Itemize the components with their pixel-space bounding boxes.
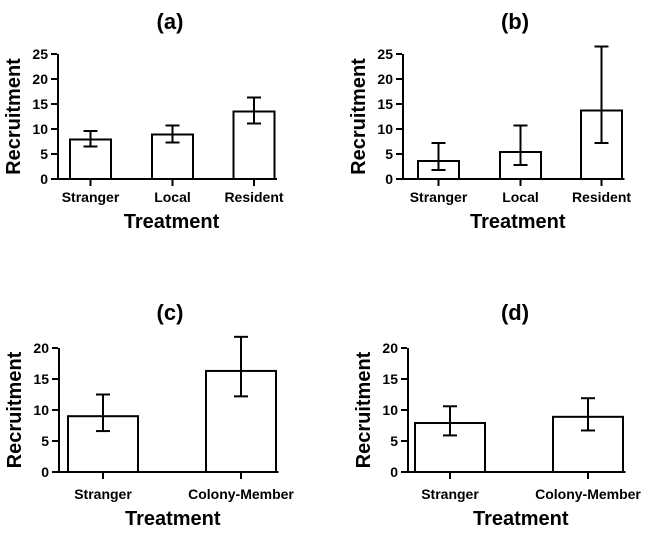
y-axis-title: Recruitment [4, 351, 26, 468]
x-tick-label: Stranger [421, 486, 479, 502]
x-tick-label: Local [502, 189, 539, 205]
x-tick-label: Colony-Member [188, 486, 294, 502]
y-tick-label: 20 [382, 340, 398, 356]
x-axis-title: Treatment [470, 211, 566, 233]
y-tick-label: 5 [385, 146, 393, 162]
x-axis-title: Treatment [125, 508, 221, 530]
x-tick-label: Local [154, 189, 191, 205]
x-axis-title: Treatment [473, 508, 569, 530]
bar-colony-member [552, 415, 624, 474]
y-tick-label: 0 [390, 464, 398, 480]
y-tick-label: 0 [40, 171, 48, 187]
panel-title: (b) [501, 9, 529, 34]
y-tick-label: 5 [390, 433, 398, 449]
y-tick-label: 15 [33, 371, 49, 387]
x-tick-label: Resident [224, 189, 283, 205]
y-tick-label: 0 [41, 464, 49, 480]
y-axis-title: Recruitment [3, 58, 25, 175]
panel-title: (c) [157, 300, 184, 325]
x-tick-label: Colony-Member [535, 486, 641, 502]
x-tick-label: Stranger [74, 486, 132, 502]
y-tick-label: 10 [382, 402, 398, 418]
y-tick-label: 20 [32, 71, 48, 87]
y-tick-label: 20 [33, 340, 49, 356]
y-tick-label: 10 [377, 121, 393, 137]
panel-title: (a) [157, 9, 184, 34]
y-tick-label: 15 [32, 96, 48, 112]
x-tick-label: Stranger [410, 189, 468, 205]
y-tick-label: 15 [382, 371, 398, 387]
y-tick-label: 5 [40, 146, 48, 162]
y-tick-label: 20 [377, 71, 393, 87]
y-tick-label: 25 [377, 46, 393, 62]
x-tick-label: Stranger [62, 189, 120, 205]
panel-title: (d) [501, 300, 529, 325]
y-tick-label: 25 [32, 46, 48, 62]
y-tick-label: 10 [33, 402, 49, 418]
x-axis-title: Treatment [124, 211, 220, 233]
y-tick-label: 5 [41, 433, 49, 449]
y-tick-label: 15 [377, 96, 393, 112]
x-tick-label: Resident [572, 189, 631, 205]
y-tick-label: 10 [32, 121, 48, 137]
y-tick-label: 0 [385, 171, 393, 187]
y-axis-title: Recruitment [348, 58, 370, 175]
y-axis-title: Recruitment [353, 351, 375, 468]
